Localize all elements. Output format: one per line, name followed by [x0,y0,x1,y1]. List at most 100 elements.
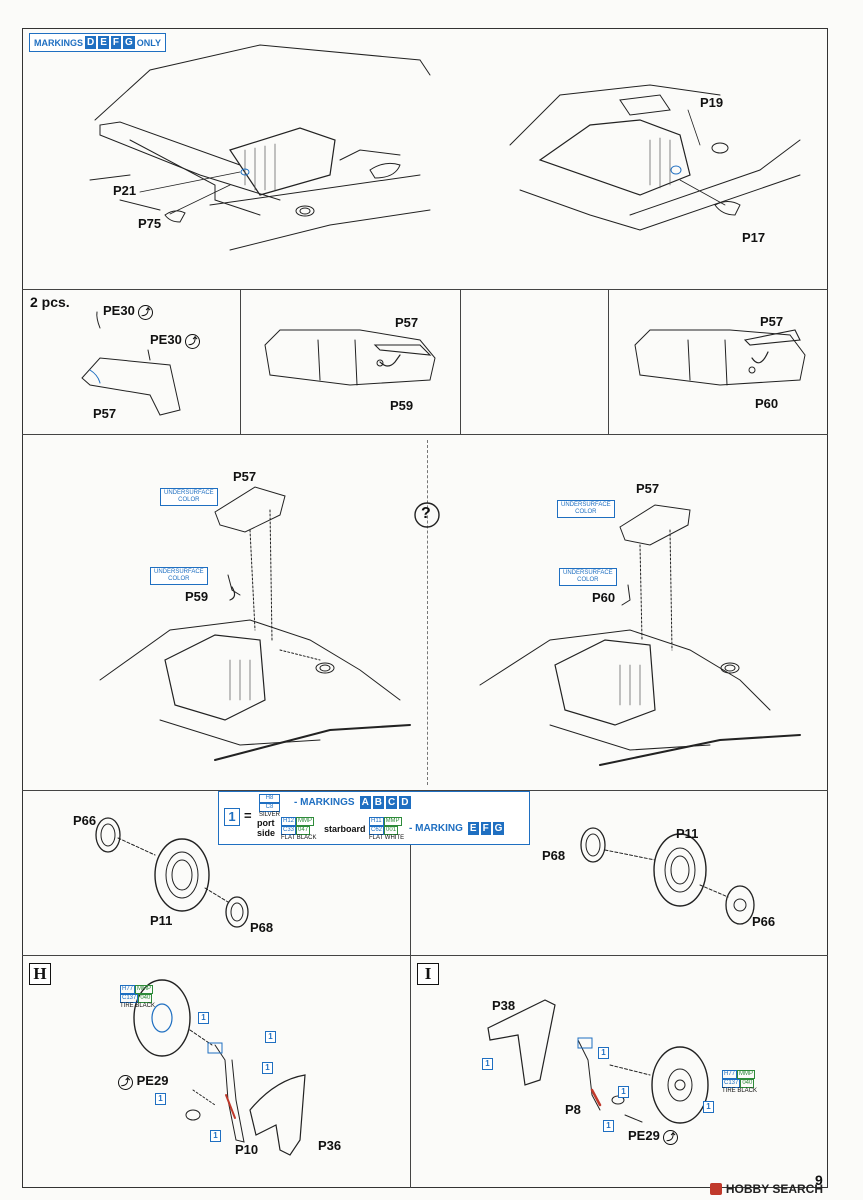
label-p10: P10 [235,1142,259,1157]
silver-paint: H8 C8 SILVER [259,794,280,819]
label-p75: P75 [138,216,162,231]
step-letter-i: I [417,963,439,985]
page-number: 9 [815,1172,823,1188]
paint-ref-1: 1 [155,1093,166,1105]
marking-letter: E [467,822,479,835]
markings-prefix: MARKINGS [34,37,83,48]
marking-letter: A [359,796,371,809]
tire-n: 040 [138,994,153,1003]
color-line: COLOR [168,576,190,582]
black-row-1: H12 MMP [281,817,316,826]
white-c: C62 [369,826,385,835]
markings-suffix: ONLY [136,37,161,48]
marking-letter: E [98,36,109,49]
watermark-text: HOBBY SEARCH [725,1182,823,1196]
label-p59: P59 [390,398,414,413]
tire-row-2: C137 040 [722,1079,757,1088]
label-p68-left: P68 [250,920,274,935]
marking-letter: G [123,36,135,49]
tire-h: H77 [120,985,136,994]
tire-row-1: H77 MMP [120,985,155,994]
marking-letter: B [372,796,385,809]
row-divider-1 [22,289,828,290]
option-circle [414,502,440,528]
option-question-mark: ? [421,505,431,522]
paint-ref-1: 1 [603,1120,614,1132]
white-paint: H11 MMP C62 001 FLAT WHITE [369,817,404,842]
marking-letter: G [492,822,505,835]
tire-c: C137 [722,1079,741,1088]
panel-p60-detail [634,329,806,386]
markings-a-row: - MARKINGS A B C D [294,796,411,809]
black-row-2: C33 047 [281,826,316,835]
black-c: C33 [281,826,297,835]
label-pe29-left: ⤴ PE29 [118,1073,168,1090]
paint-ref-1: 1 [210,1130,221,1142]
rotate-icon: ⤴ [118,1075,133,1090]
paint-ref-1: 1 [598,1047,609,1059]
starboard-label: starboard [324,824,366,834]
marking-letter: F [110,36,122,49]
undersurface-color-box: UNDERSURFACE COLOR [150,567,208,585]
tire-mmp: MMP [135,985,154,994]
black-paint: H12 MMP C33 047 FLAT BLACK [281,817,316,842]
label-p11-left: P11 [150,913,173,928]
black-name: FLAT BLACK [281,835,317,841]
port-text: port [257,818,275,828]
color-line: UNDERSURFACE [154,569,204,575]
label-p21: P21 [113,183,137,198]
paint-ref-1: 1 [262,1062,273,1074]
col-divider-r2b [460,289,461,434]
wheel-set-right [580,827,755,925]
page-frame [22,28,828,1188]
tire-black-paint-right: H77 MMP C137 040 TIRE BLACK [722,1070,757,1095]
color-legend: 1 = H8 C8 SILVER - MARKINGS A B C D port… [218,791,530,845]
markings-header: MARKINGS D E F G ONLY [29,33,166,52]
fuselage-top-left [89,44,431,251]
pe30-b-text: PE30 [150,332,182,347]
label-p59-left: P59 [185,589,209,604]
col-divider-r5 [410,955,411,1188]
tire-mmp: MMP [737,1070,756,1079]
paint-ref-1: 1 [703,1101,714,1113]
label-p17: P17 [742,230,766,245]
label-p57-b: P57 [395,315,419,330]
tire-row-1: H77 MMP [722,1070,757,1079]
label-p11-right: P11 [676,826,699,841]
label-p66-left: P66 [73,813,97,828]
label-p8: P8 [565,1102,581,1117]
col-divider-r4 [410,840,411,955]
gear-right [487,999,709,1124]
white-h: H11 [369,817,384,826]
white-mmp: MMP [383,817,402,826]
black-n: 047 [296,826,311,835]
row-divider-3 [22,790,828,791]
tire-h: H77 [722,1070,738,1079]
pe30-a-text: PE30 [103,303,135,318]
black-mmp: MMP [296,817,315,826]
label-p57-a: P57 [93,406,117,421]
step-letter-h: H [29,963,51,985]
label-pe29-right: PE29 ⤴ [628,1128,679,1145]
marking-letter: D [85,36,97,49]
label-p57-right: P57 [636,481,660,496]
paint-ref-1: 1 [482,1058,493,1070]
assembly-right [479,504,801,766]
assembly-left [99,486,411,761]
paint-ref-1: 1 [198,1012,209,1024]
legend-equals: = [244,808,252,823]
side-text: side [257,828,276,838]
undersurface-color-box: UNDERSURFACE COLOR [559,568,617,586]
color-line: COLOR [575,509,597,515]
pe29-left-text: PE29 [136,1073,169,1088]
paint-ref-1: 1 [618,1086,629,1098]
label-pe30-b: PE30 ⤴ [150,332,201,349]
option-divider [427,440,428,785]
label-pe30-a: PE30 ⤴ [103,303,154,320]
watermark: HOBBY SEARCH [709,1182,823,1196]
rotate-icon: ⤴ [138,305,154,320]
marking-letter: F [480,822,491,835]
label-p60: P60 [755,396,779,411]
label-p38: P38 [492,998,516,1013]
